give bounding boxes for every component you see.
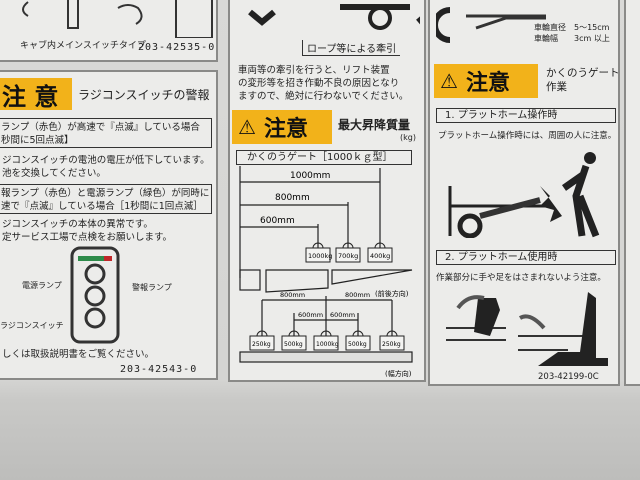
weight-block: 250kg	[249, 330, 275, 351]
caution-header: ⚠注意	[434, 64, 538, 98]
distance-label: 600mm	[260, 216, 295, 226]
label-title: ラジコンスイッチの警報	[78, 88, 210, 102]
weight-label: 500kg	[348, 341, 367, 348]
load-diagram: 1000mm 800mm 600mm 1000kg 700kg 400kg (前後方…	[239, 166, 413, 378]
distance-label: 800mm	[280, 291, 305, 299]
adjacent-label-edge	[624, 0, 640, 386]
gate-model-title: かくのうゲート［1000ｋｇ型］	[236, 150, 412, 165]
malfunction-text: ジコンスイッチの本体の異常です。定サービス工場で点検をお願いします。	[2, 219, 173, 243]
distance-label: 800mm	[275, 193, 310, 203]
weight-label: 250kg	[252, 341, 271, 348]
weight-block: 1000kg	[313, 330, 339, 351]
unit: (kg)	[400, 133, 416, 142]
main-switch-illustration	[22, 0, 213, 38]
caution-header: ⚠注意	[232, 110, 332, 144]
radio-switch-warning-label: 注 意 ラジコンスイッチの警報 ランプ（赤色）が高速で『点滅』している場合秒間に…	[0, 70, 218, 380]
part-code: 203-42199-0C	[538, 372, 599, 382]
weight-block: 1000kg	[305, 242, 332, 263]
distance-label: 1000mm	[290, 171, 330, 181]
radio-switch-callout: ラジコンスイッチ	[0, 321, 64, 330]
distance-label: 600mm	[298, 311, 323, 319]
section-2-title: 2. プラットホーム使用時	[436, 250, 616, 265]
weight-label: 1000kg	[308, 252, 332, 260]
label-title: かくのうゲート作業	[546, 67, 620, 93]
remote-switch-icon	[70, 246, 120, 344]
weight-block: 500kg	[281, 330, 307, 351]
max-lift-capacity-label: ロープ等による牽引 車両等の牽引を行うと、リフト装置の変形等を招き作動不良の原因…	[228, 0, 426, 382]
weight-label: 250kg	[382, 341, 401, 348]
wheel-illustration	[436, 7, 546, 43]
power-lamp-callout: 電源ランプ	[22, 281, 62, 290]
label-title: 最大昇降質量	[338, 118, 411, 132]
weight-block: 250kg	[379, 330, 405, 351]
section-1-text: プラットホーム操作時には、周囲の人に注意。	[438, 131, 617, 141]
battery-text: ジコンスイッチの電池の電圧が低下しています。池を交換してください。	[2, 155, 210, 179]
weight-block: 400kg	[367, 242, 393, 263]
condition-box-1: ランプ（赤色）が高速で『点滅』している場合秒間に5回点滅】	[0, 118, 212, 148]
direction-label: (幅方向)	[385, 369, 412, 378]
warning-triangle-icon: ⚠	[440, 69, 458, 93]
distance-label: 800mm	[345, 291, 370, 299]
direction-label: (前後方向)	[375, 289, 409, 298]
main-switch-label: キャブ内メインスイッチタイプ 203-42535-0	[0, 0, 218, 62]
weight-block: 700kg	[335, 242, 361, 263]
platform-person-illustration	[448, 152, 600, 238]
warning-lamp-callout: 警報ランプ	[132, 283, 172, 292]
section-2-text: 作業部分に手や足をはさまれないよう注意。	[436, 273, 606, 283]
weight-label: 1000kg	[316, 341, 339, 348]
weight-label: 500kg	[284, 341, 303, 348]
part-code: 203-42535-0	[138, 42, 216, 53]
condition-box-2: 報ランプ（赤色）と電源ランプ（緑色）が同時に速で『点滅』している場合［1秒間に1…	[0, 184, 212, 214]
towing-warning-text: 車両等の牽引を行うと、リフト装置の変形等を招き作動不良の原因となりますので、絶対…	[238, 65, 409, 102]
distance-label: 600mm	[330, 311, 355, 319]
manual-note: しくは取扱説明書をご覧ください。	[2, 349, 155, 360]
towing-illustration	[248, 4, 420, 30]
weight-label: 400kg	[370, 252, 390, 260]
warning-triangle-icon: ⚠	[238, 115, 256, 139]
caution-header: 注 意	[0, 78, 72, 111]
rope-towing-caption: ロープ等による牽引	[302, 40, 401, 56]
section-1-title: 1. プラットホーム操作時	[436, 108, 616, 123]
weight-label: 700kg	[338, 252, 358, 260]
weight-block: 500kg	[345, 330, 371, 351]
pinch-hazard-illustration	[446, 292, 608, 366]
part-code: 203-42543-0	[120, 364, 198, 375]
caption: キャブ内メインスイッチタイプ	[20, 41, 146, 51]
